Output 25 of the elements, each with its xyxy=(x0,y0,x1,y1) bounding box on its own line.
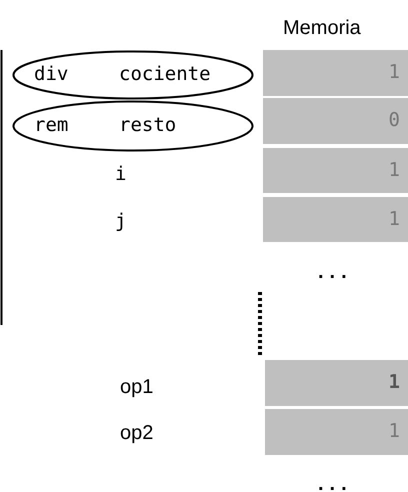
ellipsis: ... xyxy=(318,474,353,492)
variable-ellipse xyxy=(12,100,254,152)
variable-name: op1 xyxy=(120,377,154,397)
memory-value: 0 xyxy=(388,111,400,130)
memory-cell xyxy=(263,98,408,144)
variable-name: op2 xyxy=(120,423,154,443)
variable-name: j xyxy=(115,212,126,231)
variable-name: i xyxy=(115,165,126,184)
memory-cell xyxy=(263,50,408,96)
instruction-name: rem xyxy=(34,116,68,135)
column-heading: Memoria xyxy=(283,18,361,38)
memory-value: 1 xyxy=(388,160,400,180)
ellipsis: ... xyxy=(318,262,353,282)
memory-value: 1 xyxy=(388,422,400,441)
variable-name: cociente xyxy=(119,65,211,84)
memory-value: 1 xyxy=(388,373,400,392)
memory-cell xyxy=(265,409,408,455)
instruction-name: div xyxy=(34,65,68,84)
memory-cell xyxy=(263,148,408,193)
memory-value: 1 xyxy=(388,210,400,228)
memory-cell xyxy=(265,360,408,406)
variable-name: resto xyxy=(119,116,176,135)
memory-cell xyxy=(263,197,408,242)
memory-value: 1 xyxy=(388,63,400,82)
variable-ellipse xyxy=(12,50,254,100)
